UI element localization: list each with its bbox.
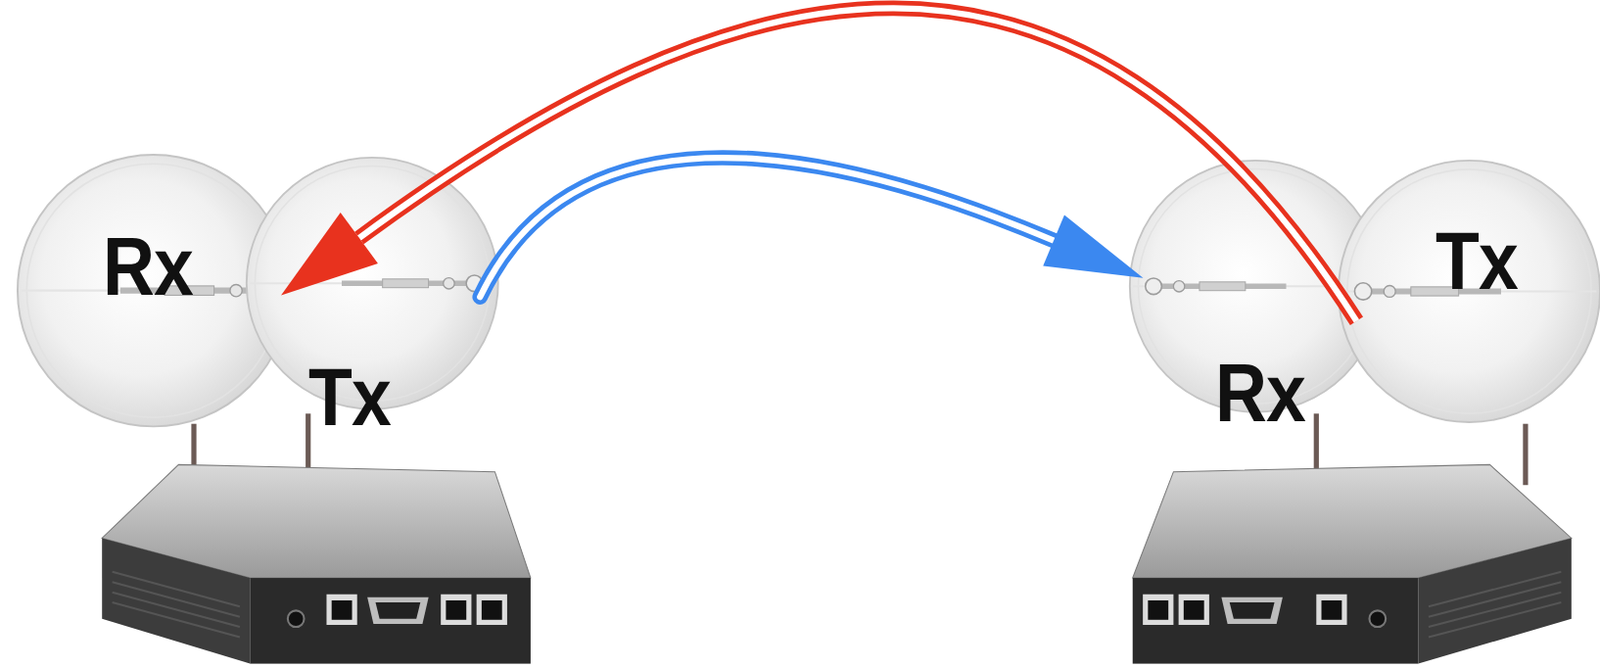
feed-element	[230, 284, 242, 297]
antenna-label: Rx	[102, 226, 193, 308]
antenna-label: Tx	[1435, 220, 1518, 302]
vent-line	[112, 581, 240, 616]
feed-element	[382, 279, 429, 288]
feed-element	[443, 278, 455, 289]
dish-seam	[249, 282, 495, 285]
ethernet-port-hole	[481, 600, 503, 620]
arrow-core	[359, 7, 1358, 321]
vent-line	[112, 592, 240, 627]
ethernet-port	[1142, 594, 1174, 625]
router-side	[1418, 537, 1572, 663]
router-vents	[1428, 571, 1561, 638]
feed-horn	[1355, 282, 1372, 299]
dish-antenna: Tx	[1336, 158, 1600, 424]
ethernet-port-hole	[445, 600, 467, 620]
serial-port	[1221, 597, 1283, 624]
power-jack	[1368, 610, 1386, 627]
arrow-head	[1042, 215, 1143, 279]
router-box	[101, 464, 531, 663]
vent-line	[1428, 592, 1561, 627]
antenna-label: Rx	[1215, 353, 1306, 435]
arrow-head	[281, 212, 378, 296]
ethernet-port	[476, 594, 508, 625]
feed-element	[1383, 284, 1396, 297]
serial-port	[367, 597, 429, 624]
power-jack	[287, 610, 305, 627]
router-front	[1132, 577, 1419, 664]
ethernet-port	[1178, 594, 1210, 625]
vent-line	[1428, 602, 1561, 637]
ethernet-port	[326, 594, 357, 625]
ethernet-port-hole	[1147, 600, 1169, 620]
ethernet-port	[440, 594, 471, 625]
label-stack: Tx	[303, 357, 397, 439]
router-front	[249, 577, 531, 664]
ethernet-port-hole	[1321, 600, 1343, 620]
link-arrow	[479, 157, 1143, 297]
ethernet-port-hole	[331, 600, 353, 620]
router-side	[101, 537, 250, 663]
ethernet-port-hole	[1183, 600, 1205, 620]
label-stack: Rx	[1209, 353, 1313, 435]
vent-line	[1428, 581, 1561, 616]
dish-face	[1338, 159, 1600, 422]
vent-line	[112, 571, 240, 607]
arrow-core	[479, 157, 1054, 297]
feed-element	[1173, 280, 1184, 291]
label-stack: Rx	[96, 226, 200, 308]
feed-horn	[1144, 277, 1162, 294]
arrow-outline	[479, 157, 1054, 297]
serial-port-hole	[375, 602, 421, 619]
serial-port-hole	[1229, 602, 1275, 619]
antenna-label: Tx	[308, 357, 391, 439]
feed-horn	[466, 275, 483, 292]
arrow-outline	[359, 7, 1358, 321]
ethernet-port	[1316, 594, 1347, 625]
dish-antenna: Tx	[244, 155, 501, 412]
label-stack: Tx	[1429, 220, 1523, 302]
link-arrow	[281, 7, 1357, 321]
vent-line	[112, 602, 240, 637]
router-box	[1132, 464, 1572, 663]
mount-pole	[1522, 423, 1528, 486]
router-vents	[112, 571, 240, 638]
feed-element	[1198, 281, 1245, 290]
vent-line	[1428, 571, 1561, 607]
